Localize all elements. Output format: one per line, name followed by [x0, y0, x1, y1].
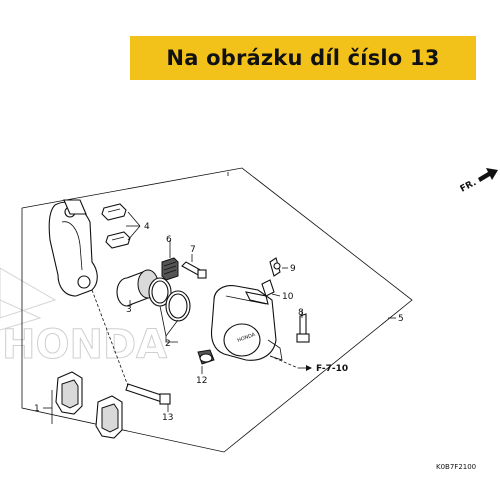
- brake-pads: [55, 371, 123, 439]
- caliper-bolt-8: [296, 313, 310, 343]
- reference-label: F-7-10: [316, 364, 348, 374]
- caliper-body: HONDA: [210, 285, 283, 361]
- caliper-insert: [197, 349, 215, 365]
- callout-labels: 4 1 6 7 3 2 9 10 8 12 13 5: [34, 222, 404, 423]
- callout-4: 4: [144, 222, 150, 232]
- fr-label: FR.: [459, 178, 478, 195]
- pin-boot: [161, 257, 179, 281]
- reference-pointer: F-7-10: [298, 364, 348, 374]
- callout-7: 7: [190, 245, 196, 255]
- front-direction-indicator: FR.: [459, 168, 498, 195]
- pad-retainer-clips: [101, 203, 131, 249]
- leader-lines: [43, 211, 396, 424]
- banner-text: Na obrázku díl číslo 13: [166, 46, 440, 70]
- piston-seals: [148, 277, 191, 322]
- slide-pin: [181, 261, 207, 279]
- callout-10: 10: [282, 292, 294, 302]
- exploded-view-frame: [21, 167, 413, 453]
- callout-8: 8: [298, 308, 304, 318]
- callout-6: 6: [166, 235, 172, 245]
- bleeder-screw: [261, 257, 281, 297]
- callout-12: 12: [196, 376, 207, 386]
- watermark-text: HONDA: [2, 322, 167, 368]
- callout-1: 1: [34, 404, 40, 414]
- diagram-code: K0B7F2100: [436, 463, 476, 471]
- part-number-banner: Na obrázku díl číslo 13: [130, 36, 476, 80]
- callout-2: 2: [165, 339, 171, 349]
- callout-3: 3: [126, 305, 132, 315]
- honda-watermark: HONDA: [0, 267, 168, 369]
- caliper-bracket: [48, 199, 98, 297]
- callout-5: 5: [398, 314, 404, 324]
- callout-9: 9: [290, 264, 296, 274]
- fr-arrow-icon: [478, 168, 498, 182]
- caliper-bolt-13: [125, 383, 171, 405]
- callout-13: 13: [162, 413, 173, 423]
